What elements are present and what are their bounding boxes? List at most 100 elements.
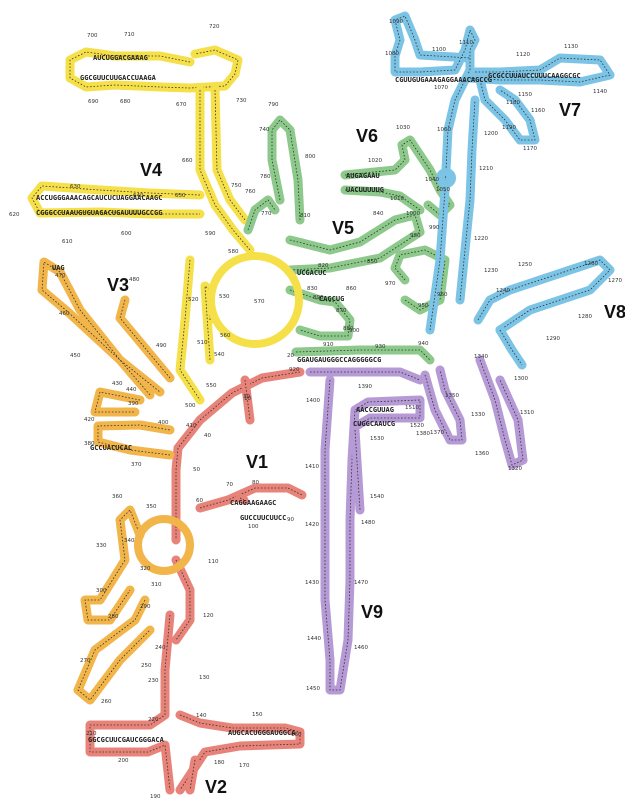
- strand-bases-v4-16: [214, 89, 246, 221]
- strand-v5-20: [267, 115, 305, 225]
- position-number-1430: 1430: [305, 580, 319, 586]
- region-label-v5: V5: [332, 218, 355, 238]
- sequence-v4-stem-top: GGCGUUCUUGACCUAAGA: [80, 74, 157, 82]
- position-number-810: 810: [300, 213, 311, 219]
- sequence-v4-left-top: ACCUGGGAAACAGCAUCUCUAGGAACAAGC: [36, 194, 162, 202]
- position-number-640: 640: [133, 193, 144, 199]
- sequence-v1-arm2: GUCCUUCUUCC: [240, 514, 286, 522]
- sequence-v3-top: UAG: [52, 264, 65, 272]
- position-number-60: 60: [196, 498, 203, 504]
- region-label-v9: V9: [361, 602, 384, 622]
- strand-bases-v9-37: [424, 369, 463, 441]
- position-number-690: 690: [88, 99, 99, 105]
- position-number-1510: 1510: [405, 405, 419, 411]
- position-number-960: 960: [437, 292, 448, 298]
- position-number-390: 390: [128, 401, 139, 407]
- sequence-v7-top: GCGCCUUAUCCUUUCAAGGCGC: [488, 72, 581, 80]
- position-number-860: 860: [346, 286, 357, 292]
- strand-v3-12: [80, 505, 145, 625]
- position-number-930: 930: [375, 344, 386, 350]
- strand-v1-3: [240, 375, 255, 425]
- strand-bases-v3-9: [94, 391, 141, 413]
- position-number-120: 120: [203, 613, 214, 619]
- position-number-420: 420: [84, 417, 95, 423]
- sequence-v3-mid: GCCUACUCAC: [90, 444, 132, 452]
- strand-v2-6: [175, 710, 305, 795]
- sequence-v5-bottom: GGAUGAUGGGCCAGGGGGCG: [297, 356, 381, 364]
- region-label-v4: V4: [140, 160, 163, 180]
- position-number-940: 940: [418, 341, 429, 347]
- position-number-1440: 1440: [307, 636, 321, 642]
- position-number-590: 590: [205, 231, 216, 237]
- strand-bases-v5-25: [394, 249, 446, 311]
- position-number-740: 740: [259, 127, 270, 133]
- position-number-1060: 1060: [437, 127, 451, 133]
- position-number-1520: 1520: [410, 423, 424, 429]
- position-number-260: 260: [101, 699, 112, 705]
- strand-bases-v6-26: [344, 139, 451, 216]
- strand-v4-15: [195, 85, 255, 255]
- position-number-1030: 1030: [396, 125, 410, 131]
- position-number-890: 890: [313, 295, 324, 301]
- position-number-400: 400: [158, 420, 169, 426]
- position-number-320: 320: [140, 566, 151, 572]
- strand-bases-v4-15: [199, 90, 251, 251]
- position-number-410: 410: [186, 423, 197, 429]
- position-number-1140: 1140: [593, 89, 607, 95]
- position-number-560: 560: [220, 333, 231, 339]
- position-number-130: 130: [199, 675, 210, 681]
- position-number-1240: 1240: [496, 288, 510, 294]
- position-number-1380: 1380: [416, 431, 430, 437]
- position-number-1260: 1260: [584, 261, 598, 267]
- position-number-1150: 1150: [518, 92, 532, 98]
- position-number-10: 10: [244, 396, 251, 402]
- position-number-190: 190: [150, 794, 161, 800]
- position-number-280: 280: [108, 614, 119, 620]
- strand-bases-v1-2: [239, 497, 245, 501]
- sequence-v6-bot: UACUUUUUG: [346, 186, 384, 194]
- strand-bases-v4-17: [31, 185, 201, 215]
- position-number-710: 710: [124, 32, 135, 38]
- strand-bases-v7-30: [479, 79, 536, 141]
- position-number-350: 350: [146, 504, 157, 510]
- strand-bases-v1-4: [175, 559, 191, 641]
- position-number-310: 310: [151, 582, 162, 588]
- position-number-530: 530: [219, 294, 230, 300]
- position-number-910: 910: [323, 342, 334, 348]
- position-number-1010: 1010: [390, 196, 404, 202]
- sequence-v6-top: AUGAGAAU: [346, 172, 380, 180]
- position-number-430: 430: [112, 381, 123, 387]
- position-number-800: 800: [305, 154, 316, 160]
- position-number-80: 80: [252, 480, 259, 486]
- position-number-630: 630: [70, 184, 81, 190]
- position-number-160: 160: [291, 732, 302, 738]
- position-number-790: 790: [268, 102, 279, 108]
- position-number-760: 760: [245, 189, 256, 195]
- position-number-1120: 1120: [516, 52, 530, 58]
- position-number-1270: 1270: [608, 278, 622, 284]
- strand-bases-v5-23: [289, 289, 351, 337]
- position-number-200: 200: [118, 758, 129, 764]
- position-number-700: 700: [87, 33, 98, 39]
- junction-loop-0: [207, 252, 303, 348]
- position-number-150: 150: [252, 712, 263, 718]
- position-number-850: 850: [367, 259, 378, 265]
- position-number-1190: 1190: [502, 125, 516, 131]
- position-number-900: 900: [349, 328, 360, 334]
- position-number-450: 450: [70, 353, 81, 359]
- position-number-1460: 1460: [354, 645, 368, 651]
- sequence-v4-left-bottom: CGGGCCUAAUGUGUAGACUGAUUUUGCCGG: [36, 209, 162, 217]
- position-number-1480: 1480: [361, 520, 375, 526]
- sequence-v2-left: GGCGCUUCGAUCGGGACA: [88, 736, 165, 744]
- strand-bases-v9-35: [324, 379, 421, 691]
- position-number-1530: 1530: [370, 436, 384, 442]
- position-number-770: 770: [261, 211, 272, 217]
- position-number-610: 610: [62, 239, 73, 245]
- position-number-1200: 1200: [484, 131, 498, 137]
- strand-v9-36: [350, 425, 365, 515]
- sequence-v4-loop-top: AUCUGGACGAAAG: [93, 54, 148, 62]
- position-number-1100: 1100: [432, 47, 446, 53]
- position-number-620: 620: [9, 212, 20, 218]
- junction-loop-1: [134, 515, 194, 575]
- position-number-570: 570: [254, 299, 265, 305]
